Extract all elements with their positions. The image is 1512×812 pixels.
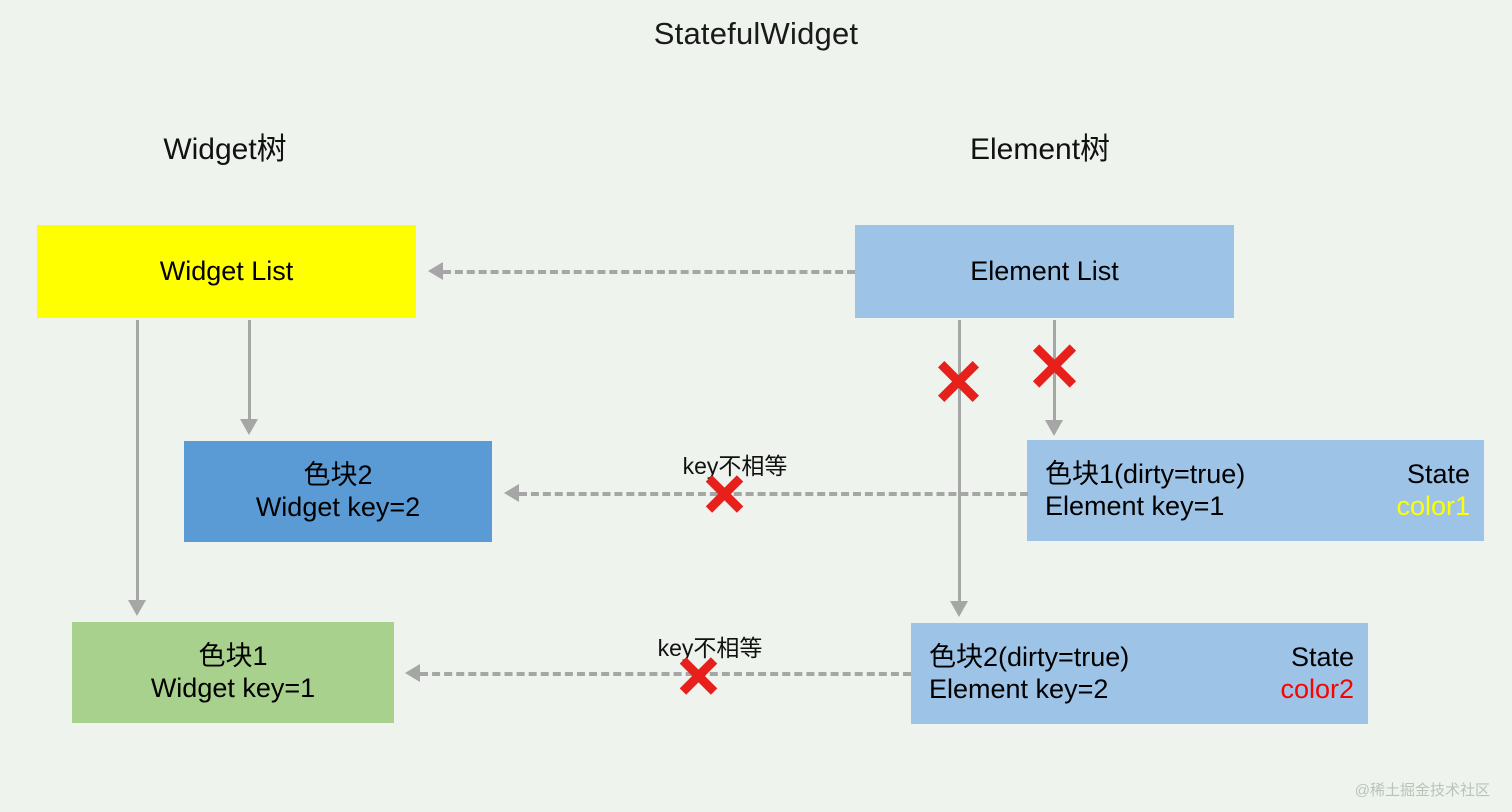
node-element-block-1-line1: 色块1(dirty=true) — [1045, 458, 1246, 489]
mismatch-x-icon-bottom — [676, 654, 720, 698]
edge-elementlist-to-block2-line — [958, 320, 961, 603]
node-element-block-2-row2: Element key=2 color2 — [911, 674, 1368, 706]
element-tree-label: Element树 — [969, 133, 1111, 166]
node-element-block-2-state-value: color2 — [1280, 673, 1354, 704]
node-widget-block-2-line1: 色块2 — [303, 459, 373, 490]
mismatch-x-icon-middle — [702, 472, 746, 516]
node-element-block-2-line2: Element key=2 — [929, 673, 1109, 704]
node-element-block-1[interactable]: 色块1(dirty=true) State Element key=1 colo… — [1027, 440, 1484, 541]
mismatch-x-icon-elementlist-left — [934, 357, 983, 406]
node-element-block-1-state-value: color1 — [1396, 490, 1470, 521]
node-element-block-1-row1: 色块1(dirty=true) State — [1027, 459, 1484, 491]
edge-elementlist-to-block1-arrowhead — [1045, 420, 1063, 436]
widget-tree-label: Widget树 — [163, 133, 287, 166]
edge-elementblock1-to-widgetblock2-line — [519, 492, 1028, 496]
edge-widgetlist-to-block1-arrowhead — [128, 600, 146, 616]
node-element-block-1-state-label: State — [1406, 458, 1470, 489]
node-element-block-1-line2: Element key=1 — [1045, 490, 1225, 521]
node-widget-list-label: Widget List — [159, 255, 294, 286]
node-element-block-1-row2: Element key=1 color1 — [1027, 491, 1484, 523]
edge-elementlist-to-widgetlist-line — [443, 270, 855, 274]
node-element-list[interactable]: Element List — [855, 225, 1234, 318]
node-element-list-label: Element List — [970, 255, 1119, 286]
node-element-block-2-line1: 色块2(dirty=true) — [929, 641, 1130, 672]
edge-elementlist-to-block2-arrowhead — [950, 601, 968, 617]
node-widget-block-1-line2: Widget key=1 — [150, 672, 316, 703]
edge-widgetlist-to-block2-line — [248, 320, 251, 421]
node-widget-block-2[interactable]: 色块2 Widget key=2 — [184, 441, 492, 542]
node-element-block-2-state-label: State — [1290, 641, 1354, 672]
edge-elementblock2-to-widgetblock1-line — [420, 672, 911, 676]
edge-elementlist-to-widgetlist-arrowhead — [428, 262, 443, 280]
node-element-block-2-row1: 色块2(dirty=true) State — [911, 642, 1368, 674]
node-widget-block-1-line1: 色块1 — [198, 640, 268, 671]
edge-elementblock2-to-widgetblock1-arrowhead — [405, 664, 420, 682]
edge-widgetlist-to-block1-line — [136, 320, 139, 602]
node-element-block-2[interactable]: 色块2(dirty=true) State Element key=2 colo… — [911, 623, 1368, 724]
node-widget-block-2-line2: Widget key=2 — [255, 491, 421, 522]
node-widget-block-1[interactable]: 色块1 Widget key=1 — [72, 622, 394, 723]
edge-widgetlist-to-block2-arrowhead — [240, 419, 258, 435]
mismatch-x-icon-elementlist-right — [1028, 340, 1080, 392]
node-widget-list[interactable]: Widget List — [37, 225, 416, 318]
edge-elementblock1-to-widgetblock2-arrowhead — [504, 484, 519, 502]
page-title: StatefulWidget — [653, 16, 859, 51]
watermark: @稀土掘金技术社区 — [1354, 782, 1490, 799]
